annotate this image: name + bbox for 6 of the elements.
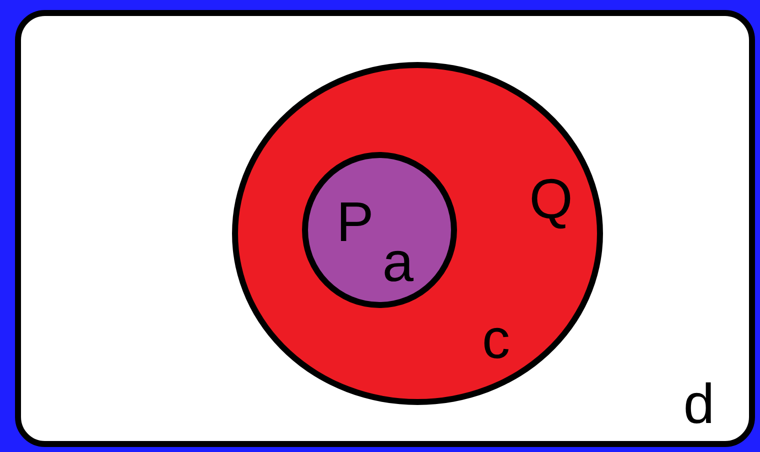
set-label: P (336, 194, 374, 250)
set-label: c (482, 311, 510, 367)
universal-set-rectangle (15, 10, 755, 447)
set-label: d (683, 376, 715, 432)
set-label: Q (529, 171, 573, 227)
set-label: a (382, 234, 414, 290)
